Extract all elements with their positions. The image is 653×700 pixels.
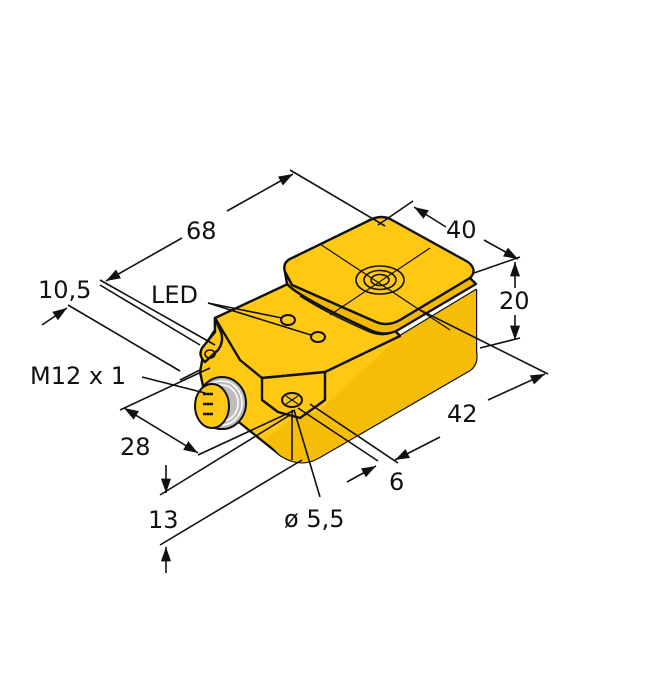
dim-label-13: 13 (148, 506, 179, 534)
led-1-icon (280, 314, 296, 326)
m12-connector (194, 376, 247, 430)
dim-label-68: 68 (186, 217, 217, 245)
dim-label-42: 42 (447, 400, 478, 428)
dim-label-hole-diameter: ø 5,5 (284, 505, 344, 533)
led-label: LED (151, 281, 198, 309)
dim-label-20: 20 (499, 287, 530, 315)
dim-label-40: 40 (446, 216, 477, 244)
dim-label-10-5: 10,5 (38, 276, 91, 304)
dimension-lines (41, 169, 549, 573)
sensing-face-target-icon (319, 243, 451, 331)
dim-label-28: 28 (120, 433, 151, 461)
dim-label-6: 6 (389, 468, 404, 496)
connector-label: M12 x 1 (30, 362, 126, 390)
housing-right-face (265, 290, 477, 463)
led-2-icon (310, 331, 326, 343)
sensor-housing (194, 215, 478, 464)
